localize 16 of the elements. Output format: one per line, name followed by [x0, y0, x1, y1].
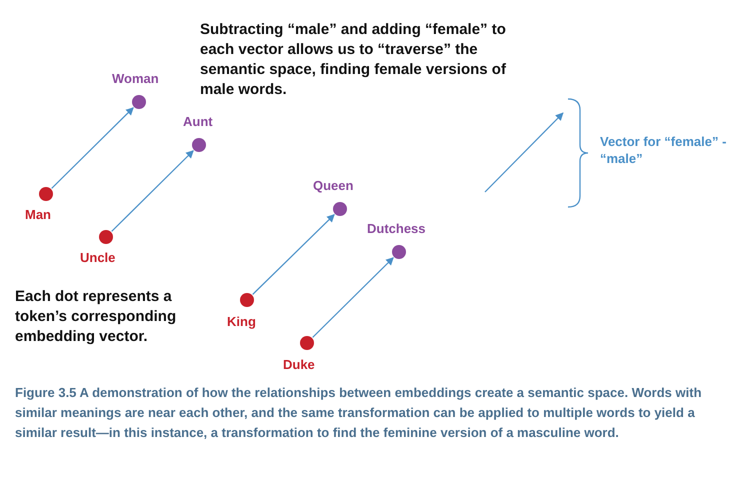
- arrow: [252, 214, 335, 295]
- word-label: Queen: [313, 178, 354, 193]
- annotation-text: Subtracting “male” and adding “female” to each vector allows us to “traverse” the semantic space, finding female versions of male words.: [200, 20, 507, 100]
- word-label: Uncle: [80, 250, 116, 265]
- annotation-text: Each dot represents a token’s corresponding embedding vector.: [15, 287, 178, 347]
- vector-label: Vector for “female” - “male”: [600, 133, 728, 167]
- word-label: Duke: [283, 357, 315, 372]
- word-label: Dutchess: [367, 221, 426, 236]
- word-label: Woman: [112, 71, 159, 86]
- arrow: [111, 150, 194, 232]
- word-label: Aunt: [183, 114, 213, 129]
- figure-caption: Figure 3.5 A demonstration of how the relationships between embeddings create a semantic space. Words with similar meanings are near each other, and the same transformation can be applied to multiple words to yield a similar result—in this instance, a transformation to find the feminine version of a masculine word.: [15, 384, 703, 442]
- word-label: Man: [25, 207, 51, 222]
- word-label: King: [227, 314, 256, 329]
- arrow: [51, 107, 134, 189]
- arrow: [312, 257, 394, 338]
